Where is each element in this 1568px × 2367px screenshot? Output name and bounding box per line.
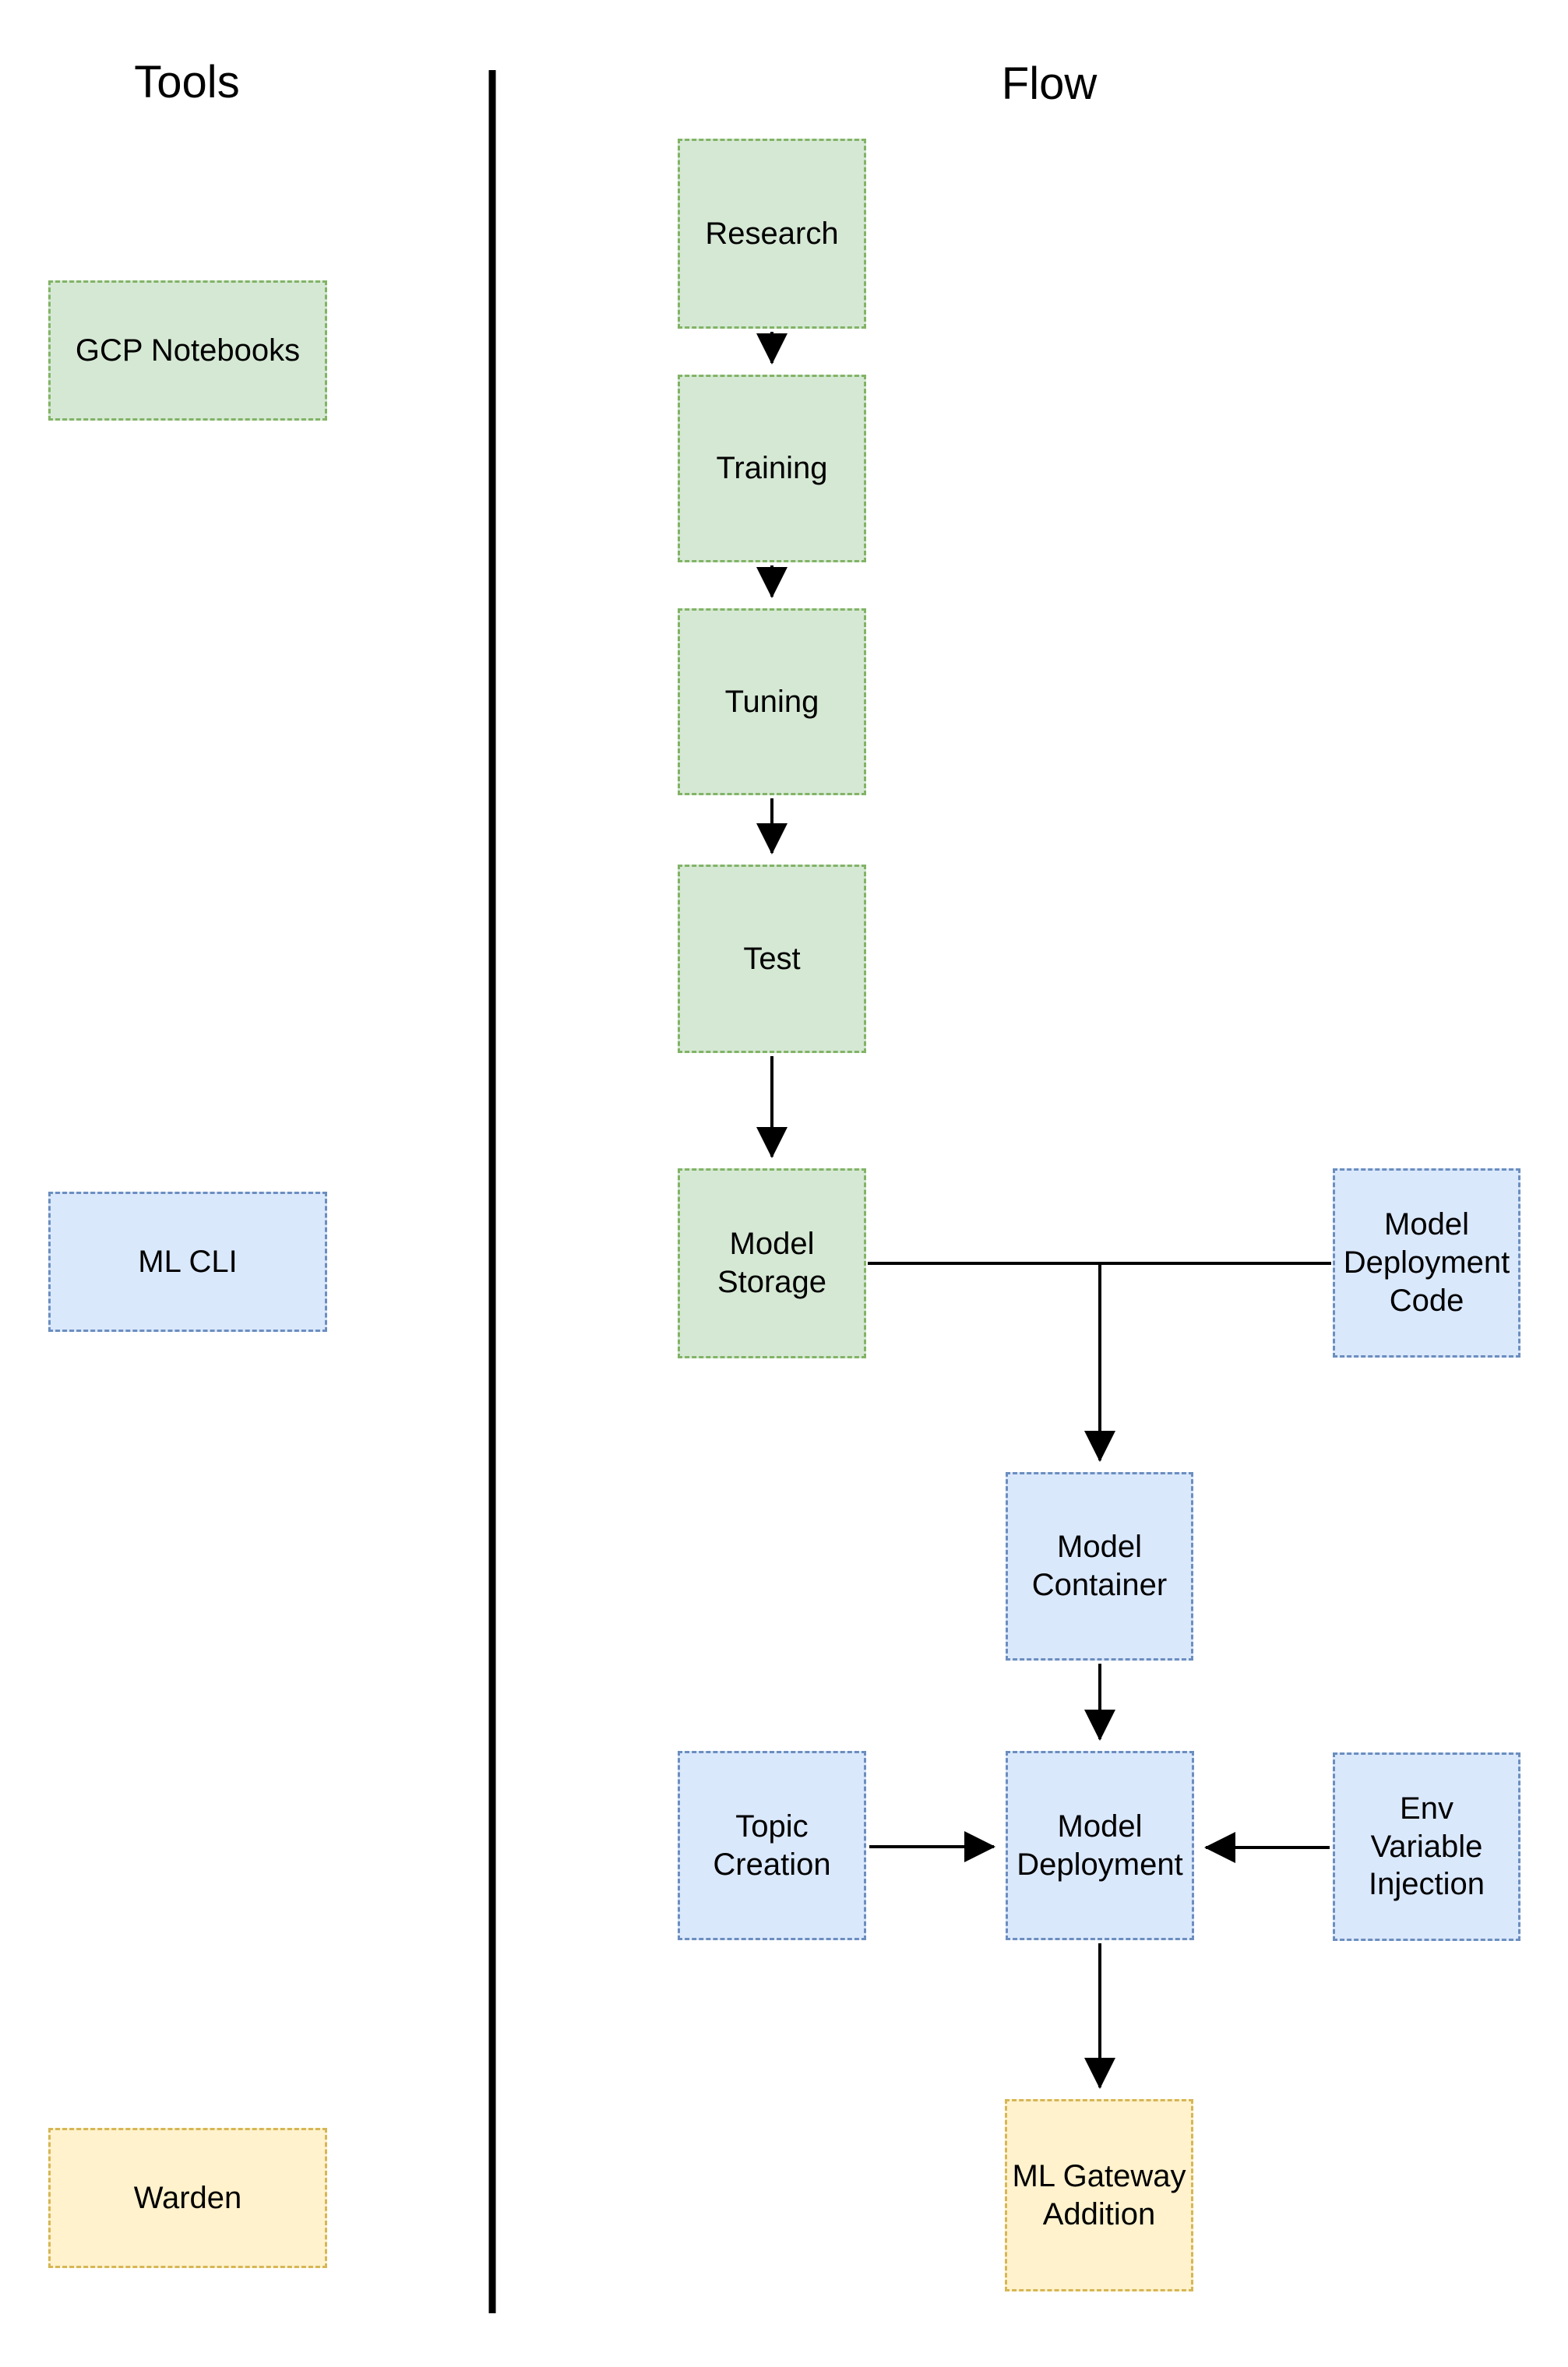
node-research: Research: [678, 139, 866, 329]
node-model-storage: Model Storage: [678, 1168, 866, 1358]
node-ml-gateway-addition: ML Gateway Addition: [1005, 2099, 1193, 2291]
node-test: Test: [678, 865, 866, 1053]
node-tuning: Tuning: [678, 608, 866, 795]
node-env-variable-injection: Env Variable Injection: [1333, 1752, 1520, 1941]
node-ml-cli: ML CLI: [48, 1192, 327, 1332]
node-model-deployment: Model Deployment: [1006, 1751, 1194, 1940]
tools-section-title: Tools: [134, 57, 240, 107]
node-warden: Warden: [48, 2128, 327, 2268]
node-gcp-notebooks: GCP Notebooks: [48, 280, 327, 421]
node-training: Training: [678, 375, 866, 562]
node-model-container: Model Container: [1006, 1472, 1193, 1661]
flow-section-title: Flow: [1001, 58, 1098, 109]
node-model-deployment-code: Model Deployment Code: [1333, 1168, 1520, 1358]
node-topic-creation: Topic Creation: [678, 1751, 866, 1940]
